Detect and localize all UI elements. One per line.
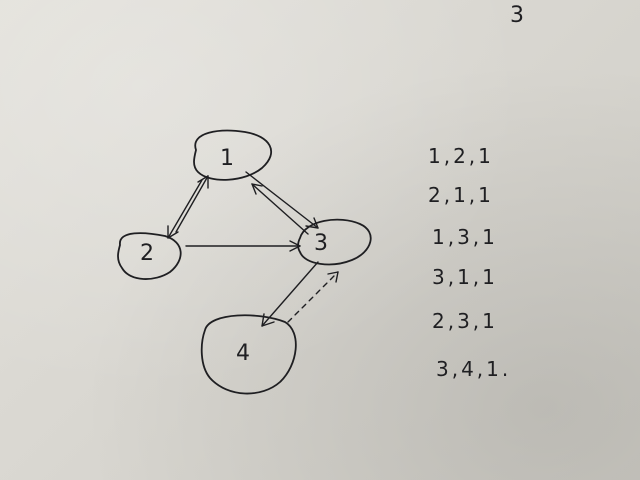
arrowhead-icon [197, 175, 209, 189]
edge-list-row: 2,1,1 [428, 183, 494, 207]
node-1-label: 1 [220, 146, 234, 171]
node-2-label: 2 [140, 241, 154, 266]
node-4-outline [200, 314, 297, 395]
arrowhead-icon [327, 271, 339, 283]
node-4-label: 4 [236, 341, 250, 366]
edge-4-to-3-dashed [287, 271, 339, 323]
edge-list-row: 3,4,1. [436, 357, 511, 381]
node-3-outline [297, 218, 372, 266]
arrowhead-icon [289, 240, 301, 252]
arrowhead-icon [305, 217, 319, 229]
edge-list: 1,2,1 2,1,1 1,3,1 3,1,1 2,3,1 3,4,1. [428, 144, 511, 381]
edge-list-row: 1,3,1 [432, 225, 498, 249]
edge-1-to-3 [245, 171, 319, 229]
arrowhead-icon [167, 225, 179, 239]
edge-list-row: 2,3,1 [432, 309, 498, 333]
corner-mark: 3 [510, 3, 524, 28]
edge-list-row: 1,2,1 [428, 144, 494, 168]
edge-2-to-1 [175, 175, 209, 233]
edge-1-to-2 [167, 179, 203, 239]
node-3-label: 3 [314, 231, 328, 256]
node-2-outline [117, 232, 182, 280]
arrowhead-icon [261, 313, 275, 327]
arrowhead-icon [251, 183, 263, 195]
edge-list-row: 3,1,1 [432, 265, 498, 289]
edge-3-to-4 [261, 261, 319, 327]
node-1-outline [193, 129, 273, 181]
edge-3-to-1 [251, 183, 309, 235]
